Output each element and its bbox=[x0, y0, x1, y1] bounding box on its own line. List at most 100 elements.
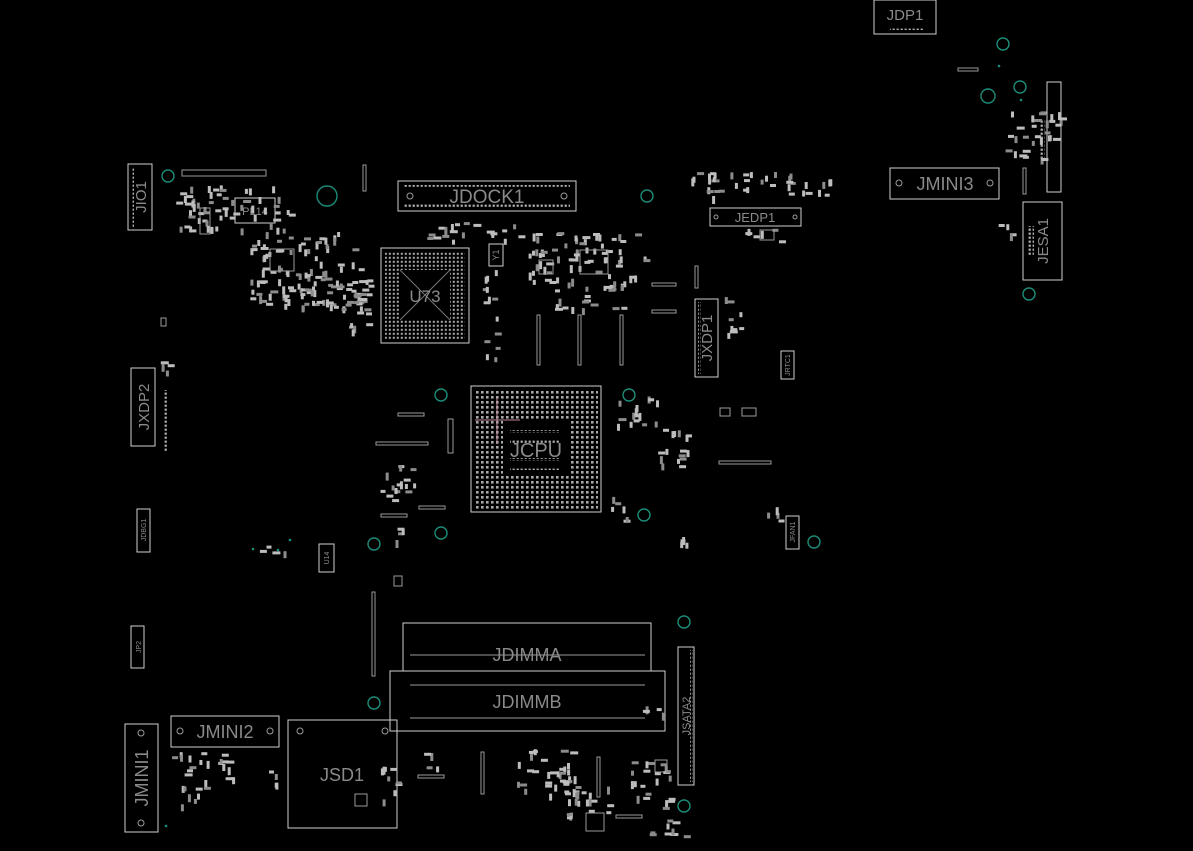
passive-pad bbox=[222, 760, 229, 764]
passive-pad bbox=[201, 752, 208, 756]
passive-pad bbox=[618, 418, 627, 422]
passive-pad bbox=[663, 428, 669, 432]
passive-pad bbox=[298, 244, 302, 253]
inductor-pl14[interactable]: PL14 bbox=[234, 197, 276, 224]
passive-pad bbox=[221, 753, 229, 757]
cpu-socket-jcpu[interactable]: JCPU bbox=[470, 385, 602, 513]
passive-pad bbox=[438, 226, 446, 230]
label-jrtc1: JRTC1 bbox=[785, 354, 792, 376]
passive-pad bbox=[197, 793, 200, 800]
passive-pad bbox=[559, 771, 567, 775]
passive-pad bbox=[527, 769, 534, 773]
passive-pad bbox=[643, 769, 651, 773]
passive-pad bbox=[203, 786, 211, 790]
passive-pad bbox=[274, 782, 278, 788]
passive-pad bbox=[317, 241, 322, 244]
hole bbox=[980, 88, 996, 104]
passive-pad bbox=[543, 266, 547, 275]
passive-pad bbox=[269, 770, 274, 774]
passive-pad bbox=[224, 209, 228, 217]
passive-pad bbox=[556, 277, 560, 284]
connector-jdock1[interactable]: JDOCK1 bbox=[397, 180, 577, 212]
passive-pad bbox=[667, 819, 674, 823]
passive-pad bbox=[588, 798, 592, 807]
passive-pad bbox=[774, 172, 777, 178]
passive-pad bbox=[648, 398, 655, 402]
passive-pad bbox=[546, 262, 555, 266]
passive-pad bbox=[590, 303, 599, 307]
passive-pad bbox=[772, 228, 779, 232]
passive-pad bbox=[494, 332, 502, 336]
passive-pad bbox=[804, 182, 808, 189]
label-jdock1: JDOCK1 bbox=[450, 187, 525, 208]
connector-jdp1[interactable]: JDP1 bbox=[873, 0, 937, 35]
passive-pad bbox=[775, 507, 779, 516]
jumper-jp2[interactable]: JP2 bbox=[130, 625, 145, 669]
passive-pad bbox=[643, 796, 651, 800]
passive-pad bbox=[632, 412, 636, 420]
passive-pad bbox=[502, 229, 508, 233]
passive-pad bbox=[1022, 135, 1029, 139]
passive-pad bbox=[1058, 112, 1061, 121]
passive-pad bbox=[664, 832, 673, 836]
chip-u73[interactable]: U73 bbox=[380, 247, 470, 344]
passive-pad bbox=[227, 767, 231, 776]
connector-jsata2[interactable]: JSATA2 bbox=[677, 646, 695, 786]
passive-pad bbox=[361, 299, 368, 303]
card-slot-jsd1[interactable]: JSD1 bbox=[287, 719, 398, 829]
hole bbox=[637, 508, 651, 522]
passive-pad bbox=[612, 496, 616, 504]
connector-jrtc1[interactable]: JRTC1 bbox=[780, 350, 795, 380]
connector-jxdp2[interactable]: JXDP2 bbox=[130, 367, 167, 452]
passive-pad bbox=[404, 484, 408, 489]
passive-pad bbox=[786, 180, 794, 184]
passive-pad bbox=[193, 798, 197, 804]
label-pl14: PL14 bbox=[242, 206, 268, 218]
passive-pad bbox=[486, 275, 490, 282]
passive-pad bbox=[575, 792, 579, 799]
passive-pad bbox=[611, 506, 615, 512]
passive-pad bbox=[545, 781, 553, 785]
passive-pad bbox=[593, 233, 600, 236]
passive-pad bbox=[685, 542, 689, 549]
passive-pad bbox=[382, 766, 386, 775]
label-jdimmb: JDIMMB bbox=[493, 692, 562, 712]
passive-pad bbox=[601, 251, 608, 255]
connector-jesa1[interactable]: JESA1 bbox=[1022, 201, 1063, 281]
passive-pad bbox=[568, 258, 574, 262]
connector-jdbg1[interactable]: JDBG1 bbox=[136, 508, 151, 553]
connector-jedp1[interactable]: JEDP1 bbox=[709, 207, 802, 227]
passive-pad bbox=[547, 771, 551, 779]
passive-pad bbox=[351, 289, 357, 293]
passive-pad bbox=[568, 776, 572, 784]
passive-pad bbox=[287, 299, 291, 306]
passive-pad bbox=[325, 244, 329, 250]
passive-pad bbox=[304, 249, 308, 257]
passive-pad bbox=[818, 189, 821, 197]
chip-u14[interactable]: U14 bbox=[318, 543, 335, 573]
passive-pad bbox=[180, 804, 184, 812]
passive-pad bbox=[300, 293, 304, 300]
label-jfan1: JFAN1 bbox=[790, 521, 797, 542]
dimm-slot-jdimmb[interactable]: JDIMMB bbox=[389, 670, 666, 732]
passive-pad bbox=[325, 277, 333, 281]
passive-pad bbox=[573, 776, 577, 785]
passive-pad bbox=[571, 278, 575, 287]
connector-jmini3[interactable]: JMINI3 bbox=[889, 167, 1000, 200]
crystal-y1[interactable]: Y1 bbox=[488, 243, 504, 267]
passive-pad bbox=[263, 254, 267, 262]
passive-pad bbox=[248, 188, 252, 196]
passive-pad bbox=[998, 224, 1005, 227]
passive-pad bbox=[1031, 140, 1035, 146]
dimm-slot-jdimma[interactable]: JDIMMA bbox=[402, 622, 652, 672]
passive-pad bbox=[645, 761, 649, 769]
passive-pad bbox=[648, 762, 656, 765]
connector-jmini2[interactable]: JMINI2 bbox=[170, 715, 280, 748]
passive-pad bbox=[672, 821, 681, 825]
passive-pad bbox=[184, 202, 192, 206]
connector-jmini1[interactable]: JMINI1 bbox=[124, 723, 159, 833]
connector-jio1[interactable]: JIO1 bbox=[127, 163, 153, 231]
passive-pad bbox=[691, 178, 695, 187]
connector-jfan1[interactable]: JFAN1 bbox=[785, 515, 800, 550]
connector-jxdp1[interactable]: JXDP1 bbox=[694, 298, 719, 378]
